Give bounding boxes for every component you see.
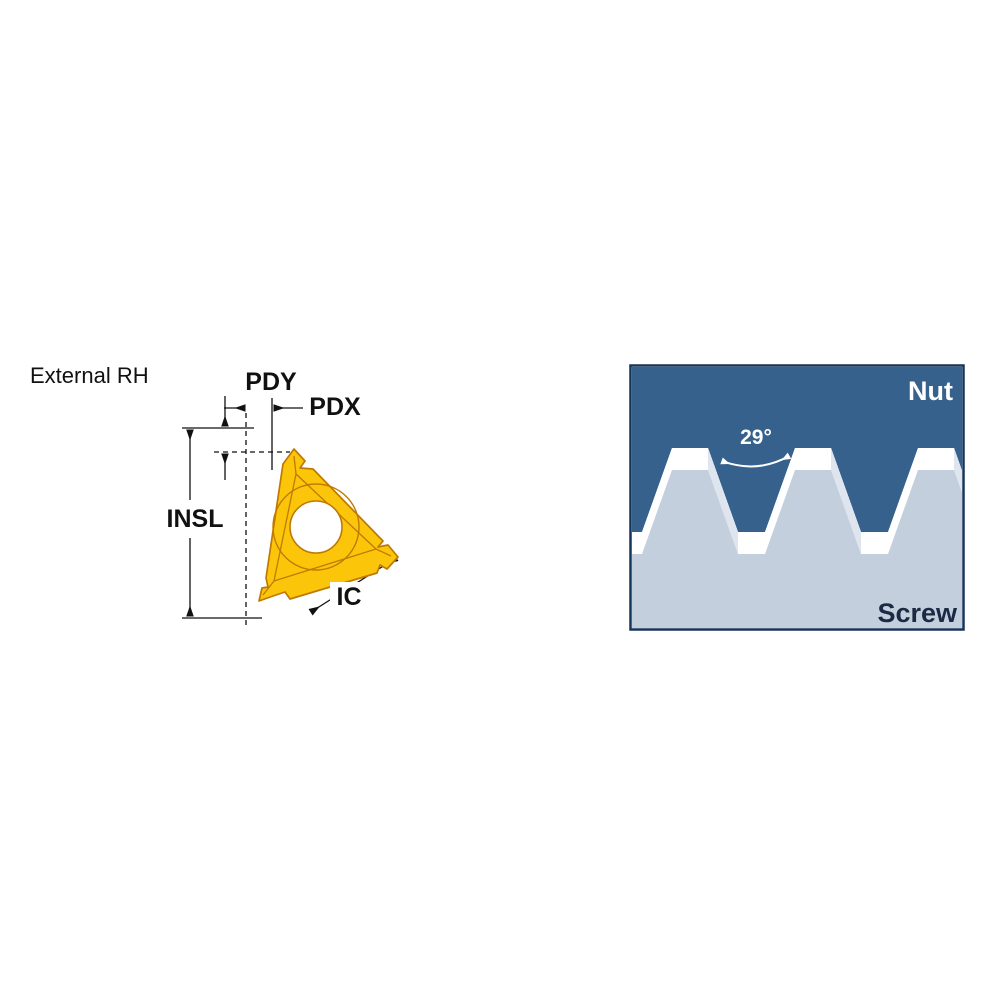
external-rh-label: External RH xyxy=(30,363,149,388)
angle-label: 29° xyxy=(740,426,772,449)
pdy-label: PDY xyxy=(245,368,297,396)
pdx-label: PDX xyxy=(309,393,361,421)
insert-drawing: External RH IC PDY PDX INSL xyxy=(30,363,399,629)
flank-shading xyxy=(708,448,962,554)
screw-label: Screw xyxy=(877,598,958,628)
thread-profile-frame xyxy=(629,364,965,631)
nut-label: Nut xyxy=(908,376,953,406)
ic-label-mask xyxy=(330,582,368,608)
insert-corner-lines xyxy=(262,455,392,596)
insl-label: INSL xyxy=(167,505,224,533)
insert-outer-circle xyxy=(272,483,360,571)
angle-arc xyxy=(720,452,792,468)
insert-hole xyxy=(289,500,343,554)
nut-region xyxy=(632,367,962,532)
ic-label: IC xyxy=(337,583,362,611)
thread-profile-content: 29° Nut Screw xyxy=(632,367,962,628)
screw-region xyxy=(632,470,962,628)
thread-profile-drawing: 29° Nut Screw xyxy=(629,364,965,631)
